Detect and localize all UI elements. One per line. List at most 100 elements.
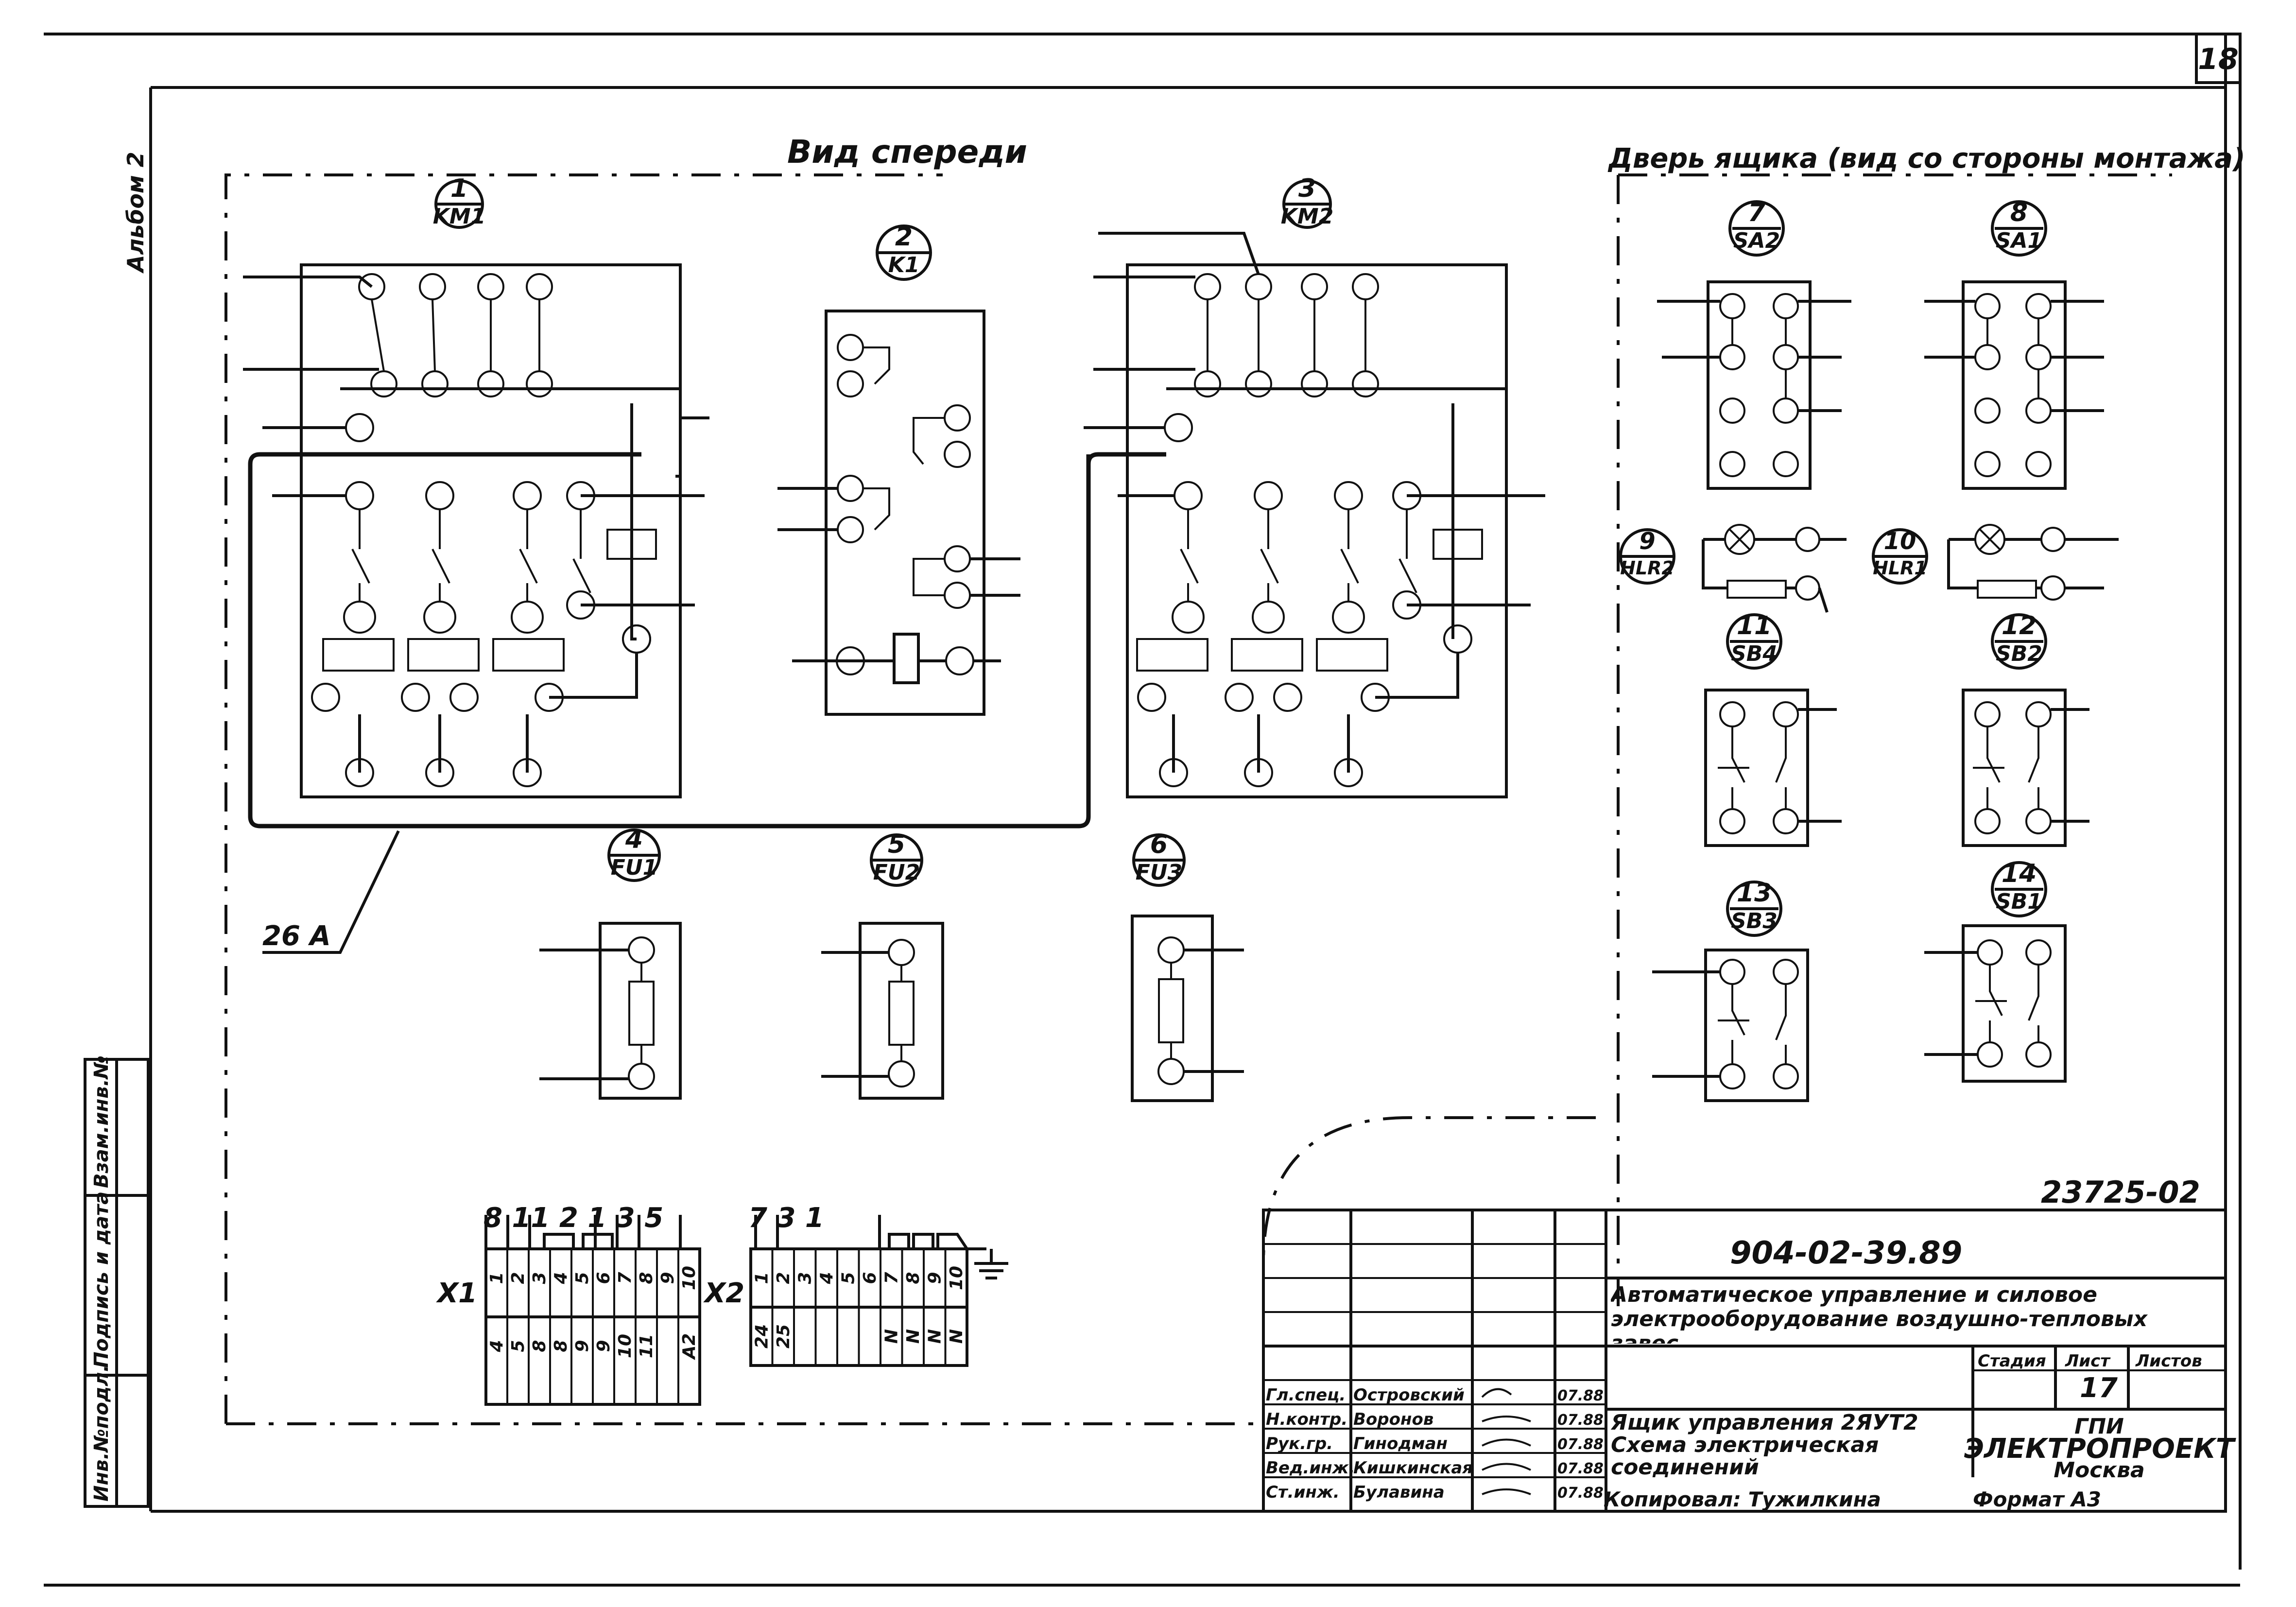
device-markers: 1 KM1 2 K1 3 KM2 4 FU1 5 FU2 6 FU3 7 SA2… <box>433 174 2042 933</box>
sb1-code: SB1 <box>1996 889 2042 914</box>
sb3-number: 13 <box>1737 879 1772 908</box>
fu3-number: 6 <box>1150 830 1168 859</box>
terminal-wire-label: N <box>881 1329 901 1344</box>
name-0: Островский <box>1353 1385 1465 1405</box>
date-1: 07.88 <box>1557 1412 1604 1429</box>
sheet-number: 18 <box>2198 42 2239 76</box>
terminal-cell-number: 5 <box>572 1272 592 1284</box>
col-stage: Стадия <box>1978 1351 2046 1371</box>
k1-relay <box>777 225 1020 716</box>
stamp-replaced: Взам.инв.№ <box>90 1055 113 1188</box>
terminal-wire-label: 9 <box>594 1340 614 1352</box>
sa2-code: SA2 <box>1733 228 1780 253</box>
terminal-cell-number: 8 <box>903 1272 923 1284</box>
terminal-cell-number: 4 <box>551 1272 571 1284</box>
sb3-button <box>1652 881 1809 1102</box>
sb1-button <box>1924 861 2067 1083</box>
terminal-wire-label: 5 <box>508 1340 528 1352</box>
role-1: Н.контр. <box>1266 1410 1347 1429</box>
terminal-cell-number: 7 <box>881 1272 901 1284</box>
wire-bundle-link <box>1086 452 1166 465</box>
name-1: Воронов <box>1353 1410 1433 1429</box>
terminal-cell-number: 1 <box>752 1272 772 1284</box>
copied-by: Копировал: Тужилкина <box>1604 1487 1881 1511</box>
fu1-number: 4 <box>625 825 643 854</box>
name-2: Гинодман <box>1353 1434 1448 1453</box>
drawing-title-box: Ящик управления 2ЯУТ2 Схема электрическа… <box>1611 1412 1918 1477</box>
left-stamp <box>84 1058 150 1508</box>
terminal-cell-number: 10 <box>679 1266 699 1290</box>
terminal-wire-label: 4 <box>487 1340 507 1352</box>
name-3: Кишкинская <box>1353 1458 1473 1478</box>
col-sheets: Листов <box>2135 1351 2202 1371</box>
stamp-signature: Подпись и дата <box>90 1192 113 1368</box>
sa2-number: 7 <box>1748 198 1766 227</box>
front-view-bottom <box>226 1116 1604 1425</box>
terminal-cell-number: 8 <box>637 1272 656 1284</box>
km1-contactor <box>243 179 709 798</box>
sa1-code: SA1 <box>1996 228 2042 253</box>
fu2-number: 5 <box>888 830 905 859</box>
col-sheet: Лист <box>2065 1351 2111 1371</box>
format-label: Формат А3 <box>1973 1487 2101 1511</box>
x2-top-wires: 7 3 1 <box>748 1202 824 1234</box>
fu2-fuse <box>821 833 944 1100</box>
km2-number: 3 <box>1298 174 1316 203</box>
stamp-inventory: Инв.№подл. <box>90 1365 113 1502</box>
terminal-wire-label: A2 <box>679 1333 699 1361</box>
terminal-wire-label: N <box>903 1329 923 1344</box>
k1-number: 2 <box>895 223 913 252</box>
terminal-cell-number: 7 <box>615 1272 635 1284</box>
km2-contactor <box>1084 179 1545 798</box>
hlr1-number: 10 <box>1884 528 1916 555</box>
project-title: Автоматическое управление и силовое элек… <box>1611 1283 2147 1344</box>
project-title-box: Автоматическое управление и силовое элек… <box>1611 1283 2147 1344</box>
sb2-code: SB2 <box>1996 641 2042 666</box>
terminal-cell-number: 6 <box>594 1272 614 1284</box>
name-4: Булавина <box>1353 1483 1445 1502</box>
terminal-wire-label: 8 <box>530 1340 550 1352</box>
terminal-cell-number: 1 <box>487 1272 507 1284</box>
terminal-cell-number: 10 <box>947 1266 967 1290</box>
terminal-cell-number: 6 <box>860 1272 880 1284</box>
x1-top-wires: 8 11 2 1 3 5 <box>483 1202 663 1234</box>
sheet-border <box>44 33 2242 1587</box>
terminal-wire-label: 11 <box>637 1334 656 1358</box>
bundle-label: 26 A <box>262 920 331 952</box>
terminal-wire-label: 24 <box>752 1324 772 1348</box>
signatures <box>1481 1388 1531 1495</box>
bundle-leader <box>262 830 400 954</box>
fu3-code: FU3 <box>1136 860 1182 885</box>
date-3: 07.88 <box>1557 1460 1604 1477</box>
album-label: Альбом 2 <box>122 152 149 274</box>
terminal-wire-label: 9 <box>572 1340 592 1352</box>
km1-code: KM1 <box>433 204 486 229</box>
role-2: Рук.гр. <box>1266 1434 1333 1453</box>
sa1-switch <box>1924 200 2104 490</box>
doc-id-stamp: 23725-02 <box>2041 1175 2200 1210</box>
signature-rows: Гл.спец. Островский 07.88 Н.контр. Ворон… <box>1266 1385 1604 1502</box>
role-4: Ст.инж. <box>1266 1483 1340 1502</box>
drawing-title: Ящик управления 2ЯУТ2 Схема электрическа… <box>1611 1412 1918 1477</box>
k1-code: K1 <box>888 253 920 277</box>
role-3: Вед.инж. <box>1266 1458 1355 1478</box>
front-view-frame <box>224 173 943 1424</box>
km2-code: KM2 <box>1281 204 1334 229</box>
sb3-code: SB3 <box>1731 909 1778 933</box>
terminal-wire-label: N <box>947 1329 967 1344</box>
x2-label: X2 <box>703 1278 744 1309</box>
date-2: 07.88 <box>1557 1436 1604 1453</box>
sa2-switch <box>1657 200 1851 490</box>
door-view-title: Дверь ящика (вид со стороны монтажа) <box>1607 143 2245 174</box>
terminal-wire-label: N <box>925 1329 945 1344</box>
org-line-2: ЭЛЕКТРОПРОЕКТ <box>1964 1433 2236 1465</box>
terminal-cell-number: 2 <box>508 1272 528 1284</box>
terminal-cell-number: 9 <box>658 1272 678 1284</box>
wire-bundle <box>248 452 1091 829</box>
terminal-wire-label: 25 <box>774 1324 794 1348</box>
sb4-code: SB4 <box>1731 641 1778 666</box>
sb4-number: 11 <box>1737 611 1772 640</box>
